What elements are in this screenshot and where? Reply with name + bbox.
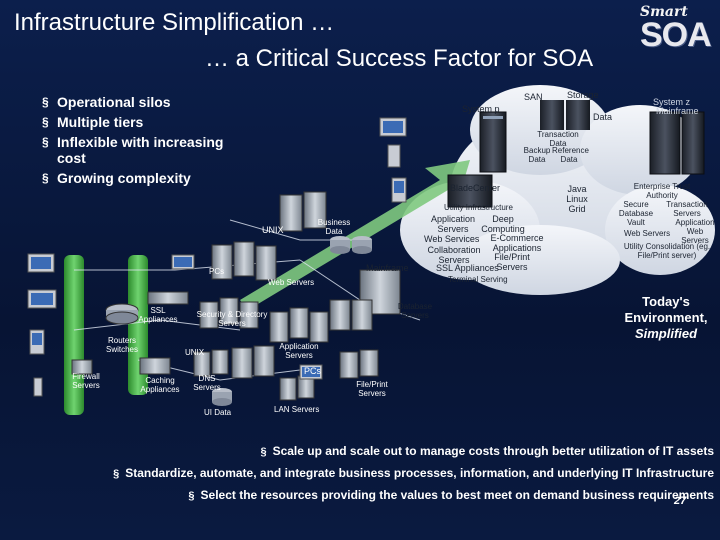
label-file-print-servers-r: File/Print Servers bbox=[494, 252, 530, 272]
label-enterprise-trust-authority: Enterprise Trust Authority bbox=[633, 182, 691, 200]
label-ecommerce-applications: E-Commerce Applications bbox=[490, 233, 544, 253]
label-business-data: Business Data bbox=[317, 218, 351, 236]
bladecenter-icon bbox=[447, 174, 493, 208]
label-application-servers: Application Servers bbox=[279, 342, 319, 360]
label-bladecenter: BladeCenter bbox=[450, 183, 501, 193]
database-servers-icon bbox=[329, 299, 373, 331]
label-lan-servers: LAN Servers bbox=[274, 405, 320, 414]
label-data: Data bbox=[593, 112, 613, 122]
pda-icon-3 bbox=[391, 177, 407, 203]
label-transaction-servers: Transaction Servers bbox=[666, 200, 708, 218]
dns-servers-icon bbox=[193, 349, 229, 377]
label-web-services: Web Services bbox=[424, 234, 480, 244]
system-p-rack-icon bbox=[479, 111, 507, 173]
label-system-z: System z bbox=[653, 97, 691, 107]
business-data-disk-icon bbox=[330, 236, 372, 254]
unix-server-icon-2 bbox=[231, 345, 275, 379]
label-terminal-serving: Terminal Serving bbox=[448, 275, 508, 284]
ssl-appliances-icon bbox=[147, 291, 189, 305]
application-servers-icon bbox=[269, 307, 329, 343]
pcs-icon bbox=[171, 254, 195, 270]
label-ssl-appliances: SSL Appliances bbox=[138, 306, 178, 324]
label-backup-data: Backup Data bbox=[523, 146, 551, 164]
title-line-2: … a Critical Success Factor for SOA bbox=[205, 45, 594, 72]
infrastructure-diagram bbox=[27, 85, 715, 415]
green-bar-left bbox=[64, 255, 84, 415]
label-san: SAN bbox=[524, 92, 543, 102]
issues-bullet-list: Operational silos Multiple tiers Inflexi… bbox=[42, 94, 242, 190]
label-utility-infrastructure: Utility Infrastructure bbox=[444, 203, 513, 212]
bottom-bullet-item: Scale up and scale out to manage costs t… bbox=[0, 441, 714, 463]
page-number: 27 bbox=[674, 495, 687, 507]
label-system-p: System p bbox=[462, 104, 500, 114]
todays-environment-simplified: Today's Environment, Simplified bbox=[614, 294, 718, 342]
bottom-bullet-list: Scale up and scale out to manage costs t… bbox=[0, 441, 714, 507]
label-secure-database-vault: Secure Database Vault bbox=[618, 200, 654, 227]
label-firewall-servers: Firewall Servers bbox=[72, 372, 100, 390]
title-line-1: Infrastructure Simplification … bbox=[14, 9, 335, 36]
san-storage-icon bbox=[540, 100, 590, 130]
label-java-linux-grid: Java Linux Grid bbox=[566, 184, 588, 214]
pc-icon bbox=[27, 253, 55, 273]
router-switch-icon bbox=[105, 303, 139, 325]
bullet-item: Multiple tiers bbox=[42, 114, 242, 130]
label-file-print-servers: File/Print Servers bbox=[356, 380, 388, 398]
label-web-servers: Web Servers bbox=[268, 278, 315, 287]
ui-data-disk-icon bbox=[212, 388, 232, 406]
label-unix: UNIX bbox=[262, 225, 284, 235]
laptop-icon bbox=[27, 289, 57, 309]
simplified-text: Simplified bbox=[634, 326, 698, 341]
system-z-mainframe-icon bbox=[649, 111, 705, 175]
label-pcs: PCs bbox=[209, 267, 225, 276]
label-web-servers-r: Web Servers bbox=[624, 229, 671, 238]
label-transaction-data: Transaction Data bbox=[537, 130, 579, 148]
pcs-icon-2 bbox=[299, 364, 323, 380]
web-servers-icon bbox=[211, 241, 277, 281]
logo-smart-text: Smart bbox=[640, 4, 688, 20]
label-utility-consolidation: Utility Consolidation (eg. File/Print se… bbox=[623, 242, 711, 260]
bottom-bullet-item: Select the resources providing the value… bbox=[0, 485, 714, 507]
label-mainframe-right: Mainframe bbox=[656, 106, 699, 116]
pc-icon-2 bbox=[379, 117, 407, 137]
firewall-server-icon bbox=[71, 359, 93, 375]
unix-server-icon bbox=[279, 191, 327, 232]
label-mainframe: Mainframe bbox=[366, 263, 409, 273]
label-pcs-2: PCs bbox=[304, 366, 322, 376]
caching-appliance-icon bbox=[139, 357, 171, 375]
todays-environment-text: Today's Environment, bbox=[624, 294, 708, 325]
security-directory-servers-icon bbox=[199, 297, 259, 329]
label-ssl-appliances-r: SSL Appliances bbox=[436, 263, 499, 273]
smart-soa-logo: Smart SOA bbox=[618, 2, 718, 54]
bullet-item: Operational silos bbox=[42, 94, 242, 110]
label-dns-servers: DNS Servers bbox=[193, 374, 221, 392]
label-unix-2: UNIX bbox=[185, 348, 205, 357]
transform-arrow bbox=[240, 160, 470, 310]
label-caching-appliances: Caching Appliances bbox=[140, 376, 180, 394]
file-print-servers-icon bbox=[339, 349, 379, 379]
bottom-bullet-item: Standardize, automate, and integrate bus… bbox=[0, 463, 714, 485]
cell-phone-icon bbox=[33, 377, 43, 397]
pda-icon bbox=[29, 329, 45, 355]
label-application-web-servers: Application Web Servers bbox=[675, 218, 715, 245]
label-ui-data: UI Data bbox=[204, 408, 232, 417]
label-database-servers: Database Servers bbox=[397, 302, 433, 320]
label-routers-switches: Routers Switches bbox=[105, 336, 138, 354]
label-deep-computing: Deep Computing bbox=[481, 214, 525, 234]
pda-icon-2 bbox=[387, 144, 401, 168]
bullet-item: Growing complexity bbox=[42, 170, 242, 186]
label-storage: Storage bbox=[567, 90, 599, 100]
label-security-directory-servers: Security & Directory Servers bbox=[196, 310, 268, 328]
logo-soa-text: SOA bbox=[640, 16, 712, 54]
label-application-servers-r: Application Servers bbox=[430, 214, 476, 234]
label-reference-data: Reference Data bbox=[552, 146, 589, 164]
label-collaboration-servers: Collaboration Servers bbox=[427, 245, 481, 265]
lan-servers-icon bbox=[279, 375, 315, 401]
bullet-item: Inflexible with increasing cost bbox=[42, 134, 242, 166]
